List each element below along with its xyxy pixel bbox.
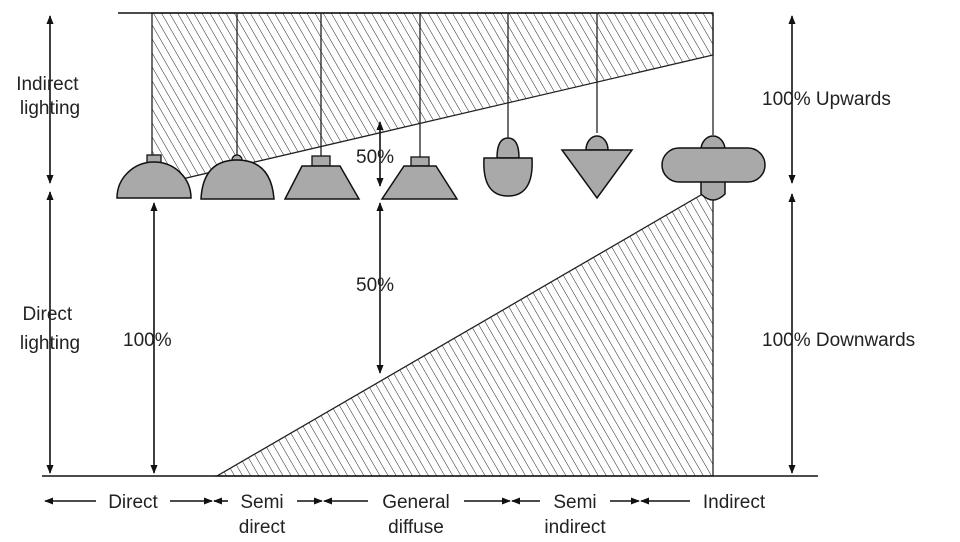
class-label-general-diffuse-2: diffuse (388, 517, 444, 538)
class-label-general-diffuse-1: General (382, 492, 450, 513)
semi-indirect-bulb-fixture (483, 137, 533, 197)
class-label-semi-direct-1: Semi (240, 492, 283, 513)
upper-50-label: 50% (356, 147, 394, 168)
general-diffuse-fixture (380, 156, 459, 200)
class-label-semi-indirect-1: Semi (553, 492, 596, 513)
semi-indirect-cone-fixture (560, 135, 634, 200)
class-label-indirect: Indirect (703, 492, 766, 513)
upwards-label: 100% Upwards (762, 89, 891, 110)
lower-50-label: 50% (356, 275, 394, 296)
semi-direct-trapezoid-fixture (283, 155, 361, 200)
direct-100-label: 100% (123, 330, 172, 351)
indirect-lighting-label: Indirect lighting (16, 74, 84, 119)
class-label-semi-direct-2: direct (239, 517, 286, 538)
downwards-label: 100% Downwards (762, 330, 915, 351)
direct-bowl-fixture (116, 154, 192, 199)
suspension-cords (236, 13, 714, 158)
indirect-bowl-fixture (661, 135, 766, 201)
classification-bar: Direct Semi direct General diffuse Semi … (44, 492, 766, 538)
semi-direct-dome-fixture (200, 154, 275, 200)
class-label-semi-indirect-2: indirect (544, 517, 606, 538)
lower-hatched-region (214, 186, 714, 477)
direct-lighting-label: Direct lighting (20, 304, 80, 354)
class-label-direct: Direct (108, 492, 158, 513)
